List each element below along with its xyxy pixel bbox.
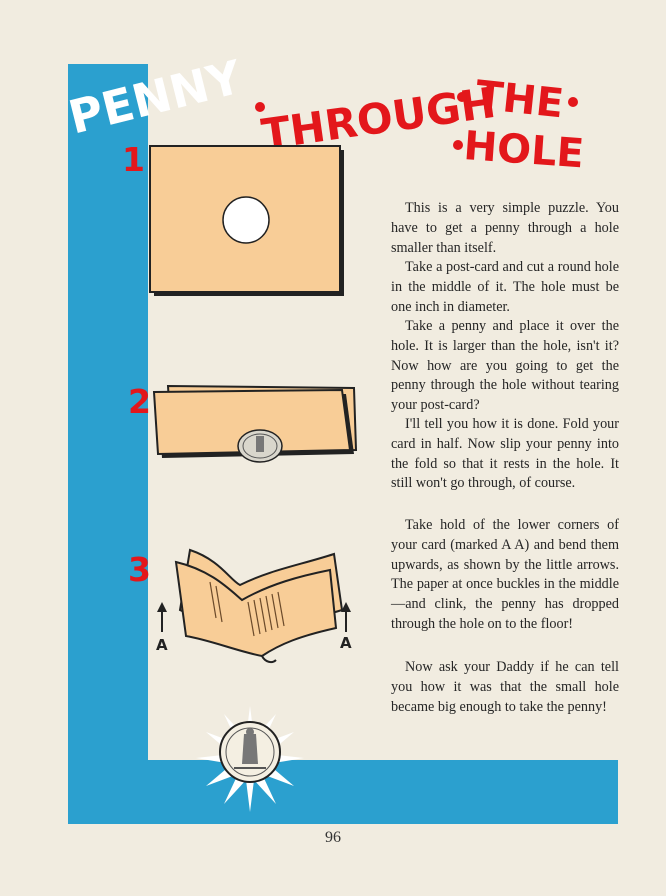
title-hole: HOLE [462,123,585,177]
paragraph-6: Now ask your Daddy if he can tell you ho… [391,659,619,715]
paragraph-3: Take a penny and place it over the hole.… [391,318,619,414]
paragraph-4: I'll tell you how it is done. Fold your … [391,416,619,492]
penny-coin-icon [219,721,281,783]
step-1-illustration [149,145,344,296]
paragraph-2: Take a post-card and cut a round hole in… [391,259,619,315]
buckle-shading [209,581,285,637]
step-3-illustration [157,548,351,664]
title-dot [568,97,578,107]
penny-medallion [196,706,304,812]
arrow-up-icon [157,602,167,632]
title-dot [255,102,265,112]
arrow-label-a-right: A [340,634,352,652]
title-penny: PENNY [63,55,247,145]
card-hole-icon [222,196,270,244]
step-2-number: 2 [128,382,151,421]
title-dot [457,92,467,102]
penny-icon [237,429,283,463]
title-the: THE [473,72,565,127]
page-number: 96 [325,829,341,846]
title-dot [453,140,463,150]
step-3-number: 3 [128,550,151,589]
paragraph-1: This is a very simple puzzle. You have t… [391,200,619,256]
arrow-up-icon [341,602,351,632]
arrow-label-a-left: A [156,636,168,654]
step-2-illustration [152,384,358,463]
blue-frame-bottom [68,760,618,824]
step-1-number: 1 [122,140,145,179]
blue-frame-vertical [68,64,148,824]
paragraph-5: Take hold of the lower corners of your c… [391,517,619,632]
